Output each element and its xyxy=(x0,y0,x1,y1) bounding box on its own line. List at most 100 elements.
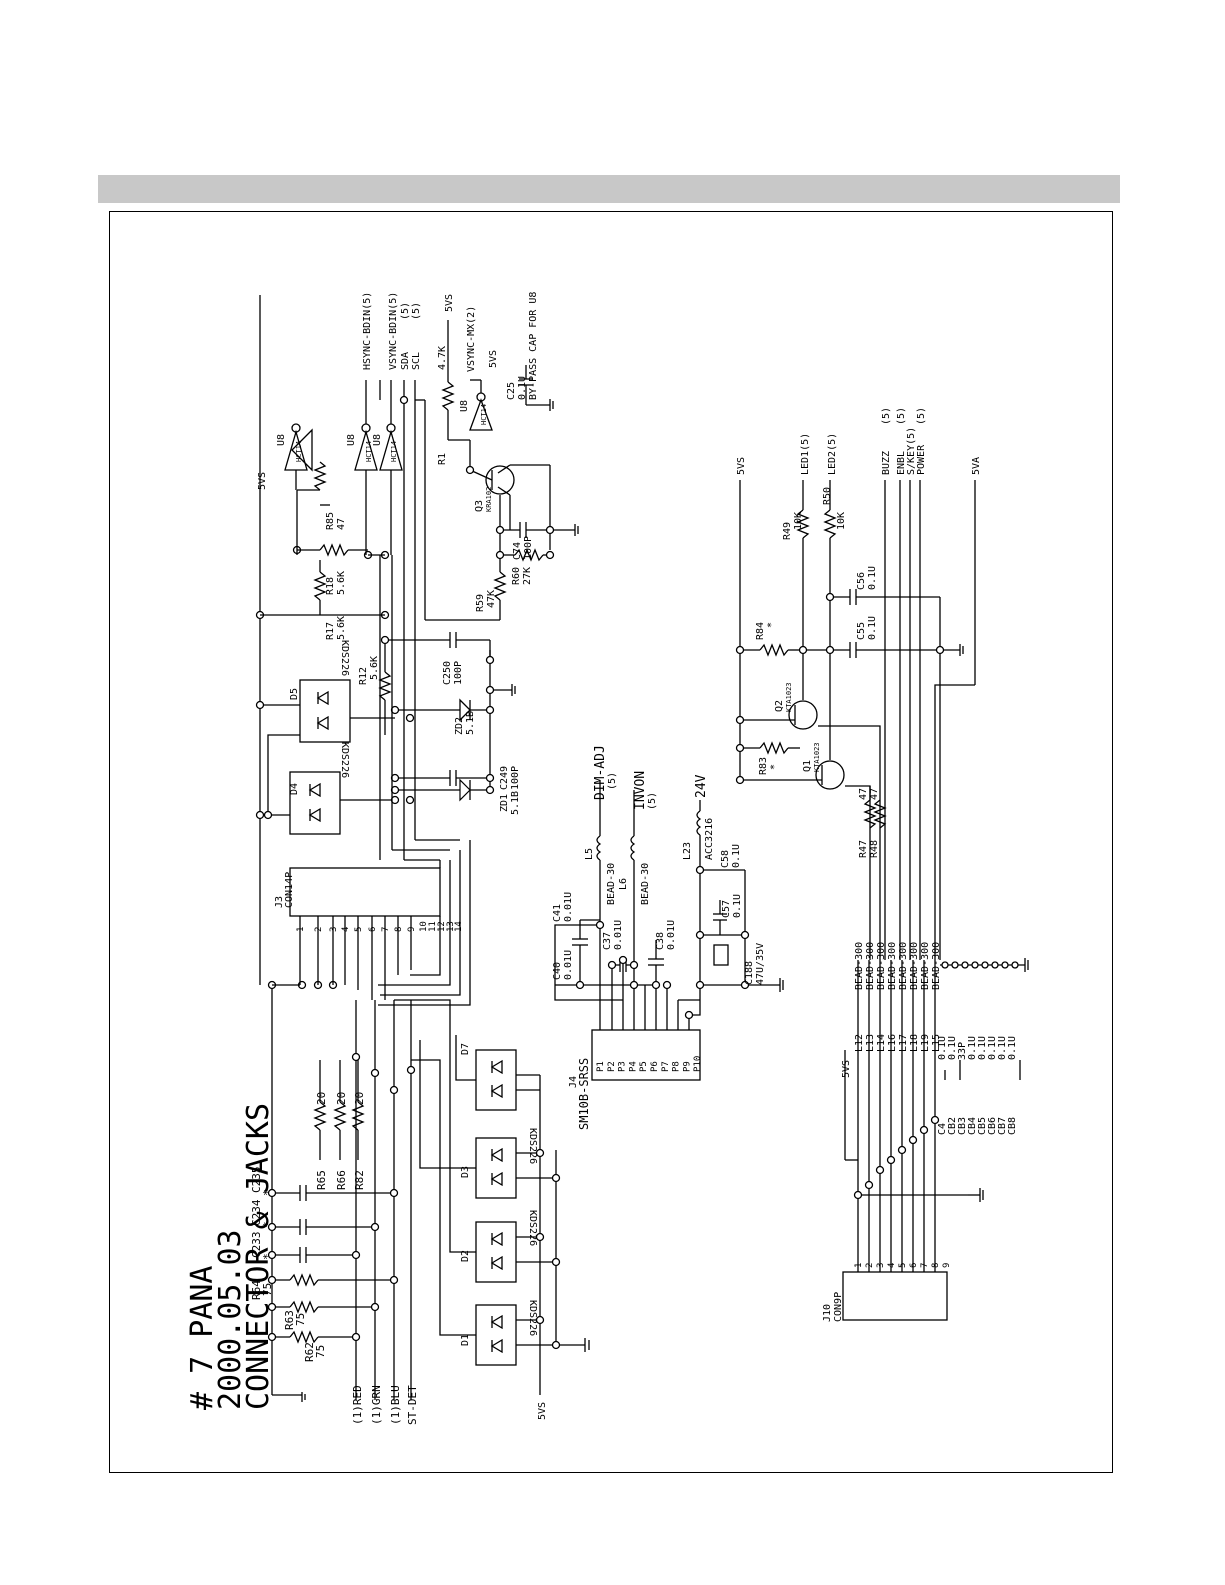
bead-val-l18: BEAD-300 xyxy=(909,942,920,990)
r60-val: 27K xyxy=(522,567,533,585)
schematic-frame xyxy=(109,211,1113,1473)
r64-val: 75 xyxy=(261,1283,274,1296)
c55-ref: C55 xyxy=(856,622,867,640)
d4-part: KDS226 xyxy=(339,742,350,778)
c41-ref: C41 xyxy=(552,904,563,922)
c250-val: 100P xyxy=(453,661,464,685)
r1-ref: R1 xyxy=(437,453,448,465)
j3-pin-1: 1 xyxy=(296,927,306,932)
bead-ref-l17: L17 xyxy=(898,1034,909,1052)
r84-ref: R84 xyxy=(755,622,766,640)
net-dim-adj: DIM-ADJ xyxy=(593,745,608,800)
net-scl: SCL xyxy=(411,352,422,370)
filter-cap-val-cb7: 0.1U xyxy=(997,1036,1008,1060)
d5-part: KDS226 xyxy=(339,640,350,676)
j10-pin-2: 2 xyxy=(865,1263,875,1268)
input-grn: (1)GRN xyxy=(370,1385,383,1425)
r64-ref: R64 xyxy=(250,1280,263,1300)
c38-val: 0.01U xyxy=(666,920,677,950)
u8-ref-c: U8 xyxy=(372,434,383,446)
filter-cap-node xyxy=(941,961,949,969)
title-line-2: 2000.05.03 xyxy=(213,1229,248,1410)
d2-part: KDS226 xyxy=(527,1300,538,1336)
d7-part: KDS226 xyxy=(527,1128,538,1164)
j3-pin-4: 4 xyxy=(341,927,351,932)
j3-pin-6: 6 xyxy=(368,927,378,932)
r63-ref: R63 xyxy=(283,1310,296,1330)
bead-ref-l12: L12 xyxy=(854,1034,865,1052)
j4-ref: J4 xyxy=(568,1076,579,1088)
filter-cap-node xyxy=(1011,961,1019,969)
net-buzz: BUZZ xyxy=(881,451,892,475)
bead-ref-l15: L15 xyxy=(931,1034,942,1052)
q2-ref: Q2 xyxy=(774,700,785,712)
j3-pin-3: 3 xyxy=(329,927,339,932)
c249-val: 100P xyxy=(510,766,521,790)
u8-part-c: HCT14 xyxy=(390,441,398,462)
d7-ref: D7 xyxy=(460,1043,471,1055)
rail-5vs-j10: 5VS xyxy=(841,1060,852,1078)
j3-connector xyxy=(272,840,471,1006)
d5-ref: D5 xyxy=(289,688,300,700)
u8-part-b: HCT14 xyxy=(365,441,373,462)
j10-pin-7: 7 xyxy=(920,1263,930,1268)
net-buzz-sheet: (5) xyxy=(881,407,892,425)
u8-ref-d: U8 xyxy=(459,400,470,412)
r47-ref: R47 xyxy=(858,840,869,858)
r17-val: 5.6K xyxy=(336,571,347,595)
u8-part-a: HCT14 xyxy=(295,441,303,462)
j10-connector xyxy=(842,958,1029,1321)
r59-val: 47K xyxy=(486,590,497,608)
bead-val-l17: BEAD-300 xyxy=(898,942,909,990)
sync-clamp xyxy=(255,295,516,985)
d4-ref: D4 xyxy=(289,783,300,795)
filter-cap-val-cb4: 0.1U xyxy=(967,1036,978,1060)
c37-ref: C37 xyxy=(602,932,613,950)
input-section xyxy=(267,980,416,1402)
bead-val-l19: BEAD-300 xyxy=(920,942,931,990)
l6-ref: L6 xyxy=(618,878,629,890)
filter-cap-node xyxy=(1001,961,1009,969)
u8-ref-b: U8 xyxy=(346,434,357,446)
j4-pin-p7: P7 xyxy=(661,1061,671,1072)
c188-val: 47U/35V xyxy=(755,943,766,985)
net-sda-sheet: (5) xyxy=(400,302,411,320)
r50-val: 10K xyxy=(836,512,847,530)
c56-val: 0.1U xyxy=(867,566,878,590)
j4-pin-p6: P6 xyxy=(650,1061,660,1072)
bead-ref-l18: L18 xyxy=(909,1034,920,1052)
input-st-det: ST-DET xyxy=(406,1385,419,1425)
r50-ref: R50 xyxy=(822,487,833,505)
zd1-ref: ZD1 xyxy=(499,794,510,812)
filter-cap-ref-cb4: CB4 xyxy=(967,1117,978,1135)
r60-ref: R60 xyxy=(511,567,522,585)
j4-pin-p10: P10 xyxy=(693,1056,703,1072)
rail-5vs-bottom: 5VS xyxy=(537,1402,548,1420)
c40-val: 0.01U xyxy=(563,950,574,980)
j10-pin-9: 9 xyxy=(942,1263,952,1268)
q3-vsync-buffer xyxy=(415,320,579,621)
net-hsync: HSYNC-BDIN(5) xyxy=(362,292,373,370)
bead-ref-l19: L19 xyxy=(920,1034,931,1052)
r18-val: 47 xyxy=(336,518,347,530)
j3-pin-5: 5 xyxy=(354,927,364,932)
l5-val: BEAD-30 xyxy=(606,863,617,905)
net-power: POWER xyxy=(916,444,927,475)
filter-cap-ref-cb7: CB7 xyxy=(997,1117,1008,1135)
filter-cap-node xyxy=(971,961,979,969)
c58-ref: C58 xyxy=(720,850,731,868)
clamp-diodes-bottom xyxy=(394,999,590,1395)
net-s-key: S/KEY(5) xyxy=(906,427,917,475)
u8-inverters xyxy=(260,380,460,861)
l5-ref: L5 xyxy=(584,848,595,860)
q2-part: KTA1023 xyxy=(785,682,793,712)
filter-cap-val-cb5: 0.1U xyxy=(977,1036,988,1060)
j10-ref: J10 xyxy=(822,1304,833,1322)
net-vsync: VSYNC-BDIN(5) xyxy=(388,292,399,370)
rail-24v: 24V xyxy=(694,774,709,798)
j10-pin-3: 3 xyxy=(876,1263,886,1268)
u8-part-d: HCT14 xyxy=(480,404,488,425)
filter-cap-ref-c4: C4 xyxy=(937,1123,948,1135)
j4-pin-p4: P4 xyxy=(628,1061,638,1072)
r49-ref: R49 xyxy=(782,522,793,540)
